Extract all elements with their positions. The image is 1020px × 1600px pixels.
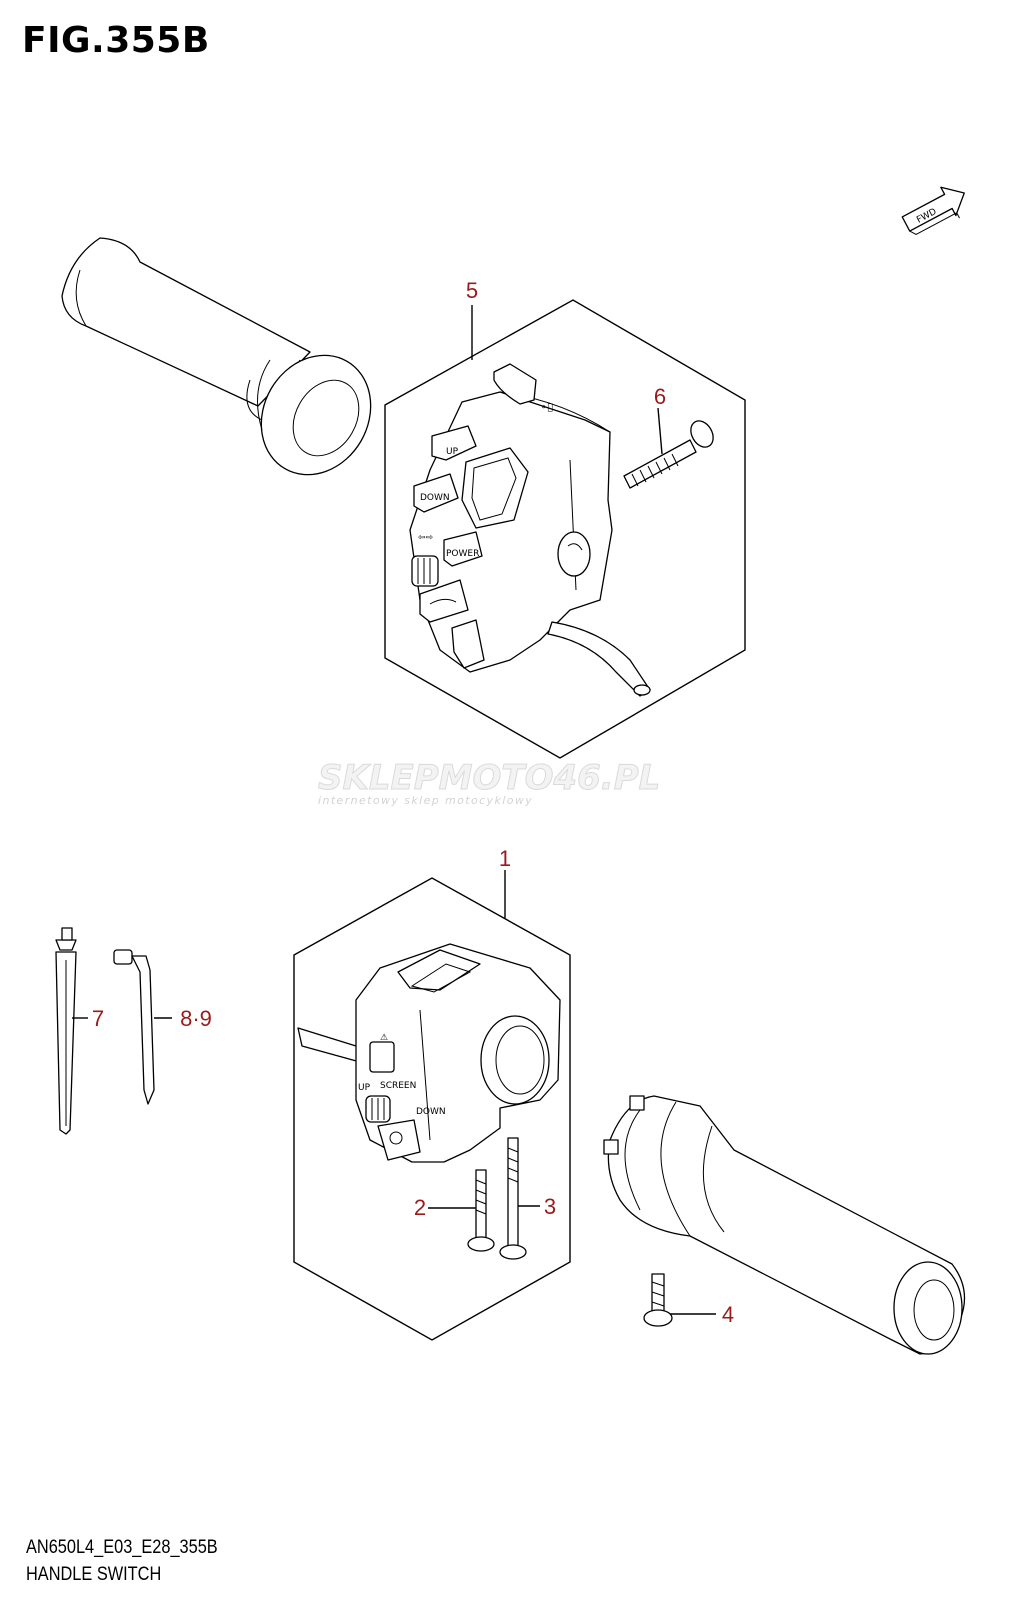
headlight-icon: ⚬⃥ [540, 403, 553, 413]
callout-4: 4 [722, 1302, 734, 1327]
switch-up-label: UP [446, 447, 459, 457]
callout-7: 7 [92, 1006, 104, 1031]
fwd-arrow-icon: FWD [901, 186, 965, 236]
assembly-frame-lower: 1 [293, 846, 571, 1341]
assembly-frame-upper: 5 [384, 278, 746, 759]
clamp-8-9: 8·9 [113, 949, 212, 1105]
cable-tie-7: 7 [55, 927, 104, 1135]
callout-1: 1 [499, 846, 511, 871]
callout-5: 5 [466, 278, 478, 303]
callout-2: 2 [414, 1195, 426, 1220]
switch-power-label: POWER [446, 549, 479, 559]
watermark-tagline: internetowy sklep motocyklowy [318, 794, 533, 807]
grip-lower [603, 1095, 966, 1355]
figure-name: HANDLE SWITCH [26, 1564, 162, 1585]
screw-2: 2 [414, 1169, 495, 1252]
figure-code: AN650L4_E03_E28_355B [26, 1537, 218, 1558]
watermark-brand: SKLEPMOTO46.PL [318, 758, 660, 798]
handle-switch-right: ⚬⃥ UP DOWN ⇦⇨ POWER [409, 363, 651, 697]
switch-up-left-label: UP [358, 1083, 371, 1093]
screw-3: 3 [499, 1137, 556, 1260]
screw-6: 6 [623, 384, 714, 489]
figure-title: FIG.355B [22, 20, 210, 61]
watermark-logo: SKLEPMOTO46.PL internetowy sklep motocyk… [318, 758, 661, 808]
turn-signal-icon: ⇦⇨ [418, 533, 434, 543]
switch-down-label: DOWN [420, 493, 450, 503]
grip-upper [61, 237, 372, 476]
callout-6: 6 [654, 384, 666, 409]
switch-down-left-label: DOWN [416, 1107, 446, 1117]
screw-4: 4 [643, 1273, 734, 1327]
hazard-icon: ⚠ [380, 1033, 388, 1043]
switch-screen-label: SCREEN [380, 1081, 416, 1091]
handle-switch-left: ⚠ UP SCREEN DOWN [297, 943, 561, 1163]
callout-8-9: 8·9 [180, 1006, 212, 1031]
callout-3: 3 [544, 1194, 556, 1219]
